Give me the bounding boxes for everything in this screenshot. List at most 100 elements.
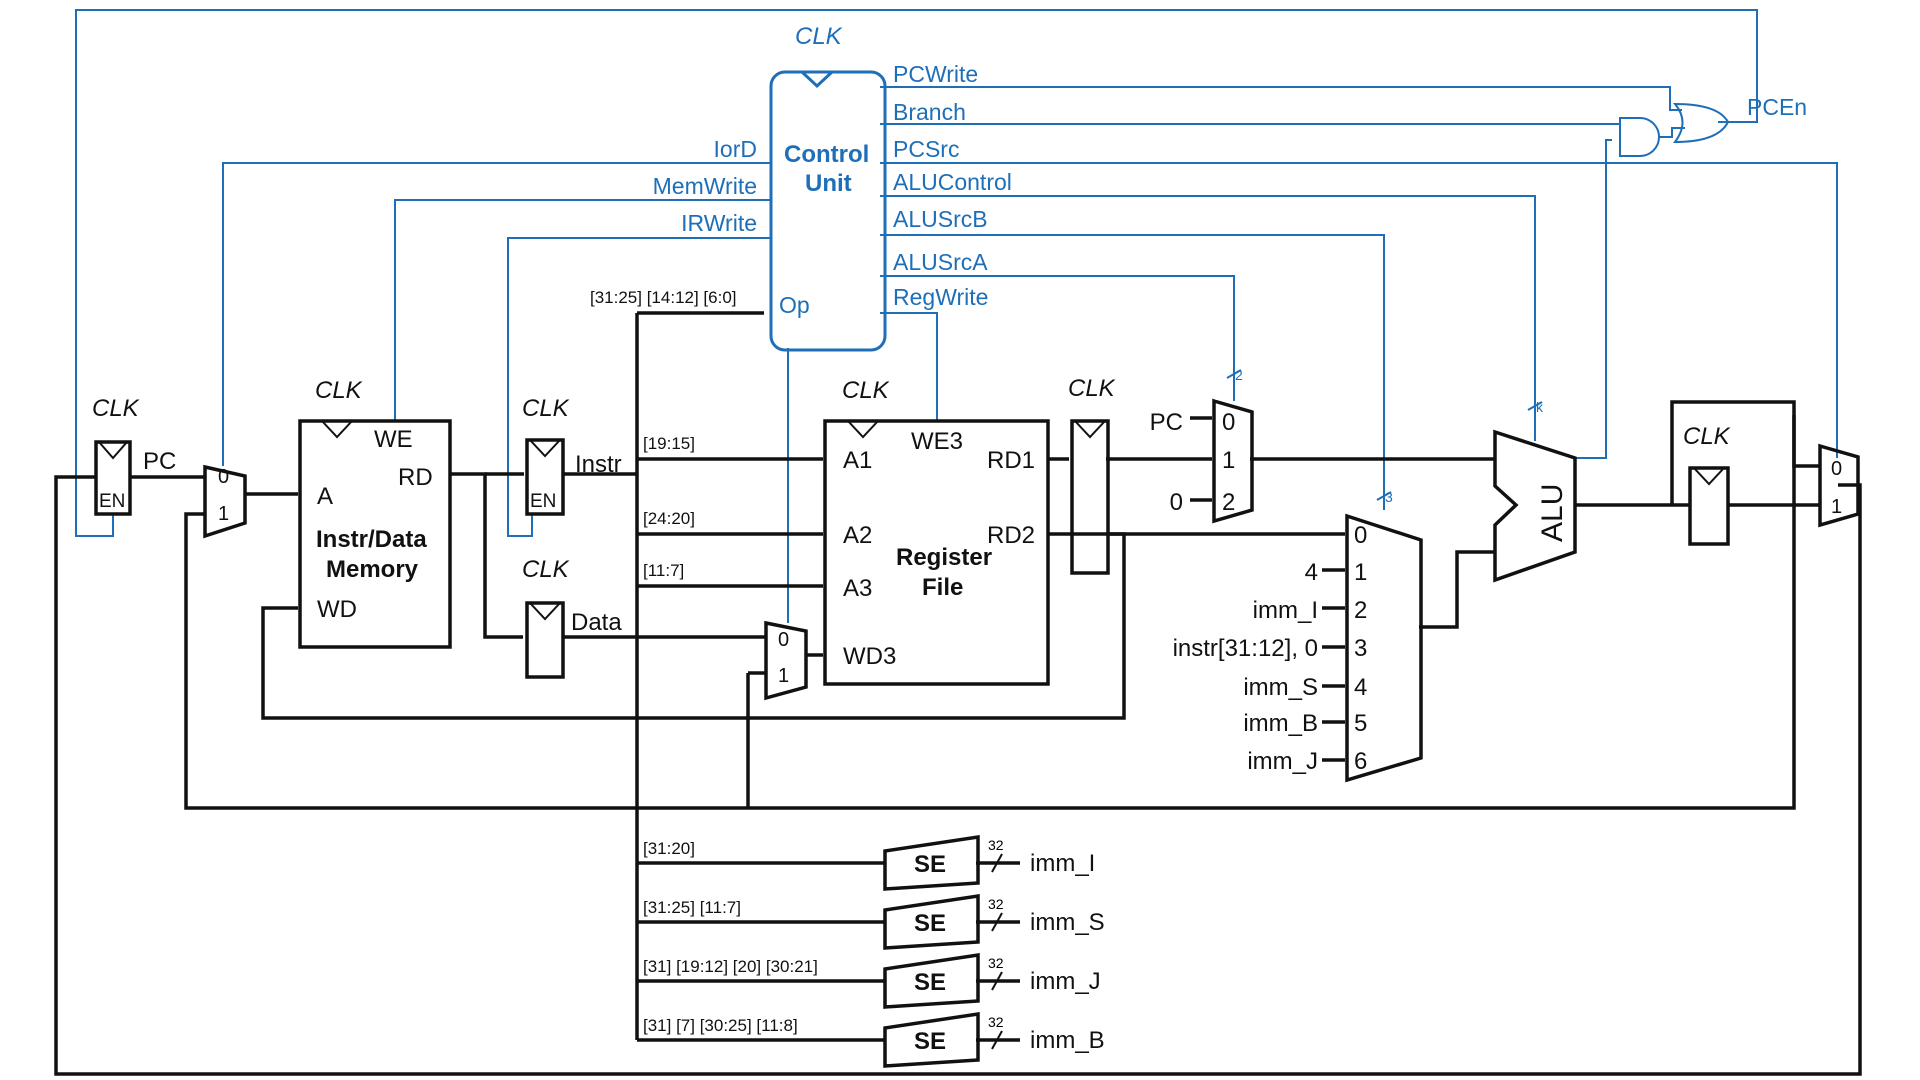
srca-mux-label-0: PC xyxy=(1150,409,1183,436)
alu-label: ALU xyxy=(1536,484,1569,542)
data-register: CLK Data xyxy=(522,556,622,679)
se-width-b: 32 xyxy=(988,1014,1004,1030)
memory-rd: RD xyxy=(398,464,433,491)
se-width-j: 32 xyxy=(988,955,1004,971)
srcb-mux: 0 4 1 imm_I 2 instr[31:12], 0 3 imm_S 4 … xyxy=(1173,513,1423,783)
pc-register-en: EN xyxy=(99,491,125,512)
se-label-i: SE xyxy=(914,851,946,878)
control-signal-labels: PCWrite Branch PCSrc ALUControl ALUSrcB … xyxy=(653,61,1807,505)
se-bits-s: [31:25] [11:7] xyxy=(643,898,741,917)
srcb-mux-label-2: imm_I xyxy=(1253,597,1318,624)
memory-title-1: Instr/Data xyxy=(316,526,427,553)
memory-title-2: Memory xyxy=(326,556,419,583)
se-label-b: SE xyxy=(914,1028,946,1055)
control-unit-clk: CLK xyxy=(795,23,843,50)
pcen-label: PCEn xyxy=(1747,94,1807,120)
data-register-clk: CLK xyxy=(522,556,570,583)
pcwrite-label: PCWrite xyxy=(893,61,978,87)
se-label-s: SE xyxy=(914,910,946,937)
srca-mux-sel-0: 0 xyxy=(1222,409,1235,436)
control-wires xyxy=(75,9,1838,623)
register-file-a1: A1 xyxy=(843,447,872,474)
result-mux: 0 1 xyxy=(1818,443,1860,528)
pcsrc-label: PCSrc xyxy=(893,136,959,162)
iord-label: IorD xyxy=(714,136,757,162)
sign-extender-imm-j: SE [31] [19:12] [20] [30:21] 32 imm_J xyxy=(643,952,1101,1009)
control-unit: CLK Control Unit Op xyxy=(769,23,887,352)
result-mux-in0: 0 xyxy=(1831,458,1842,480)
se-out-i: imm_I xyxy=(1030,850,1095,877)
alusrca-width: 2 xyxy=(1235,367,1243,383)
instr-field-labels: [31:25] [14:12] [6:0] [19:15] [24:20] [1… xyxy=(590,288,737,580)
register-file-a3: A3 xyxy=(843,575,872,602)
alu: ALU xyxy=(1493,429,1577,583)
srcb-mux-label-4: imm_S xyxy=(1243,674,1318,701)
srca-mux: PC 0 1 0 2 xyxy=(1150,398,1254,524)
se-bits-i: [31:20] xyxy=(643,839,695,858)
srcb-mux-label-5: imm_B xyxy=(1243,710,1318,737)
srcb-mux-sel-6: 6 xyxy=(1354,748,1367,775)
srca-mux-sel-2: 2 xyxy=(1222,489,1235,516)
se-out-s: imm_S xyxy=(1030,909,1105,936)
srcb-mux-sel-4: 4 xyxy=(1354,674,1367,701)
register-file-rd1: RD1 xyxy=(987,447,1035,474)
memory-a: A xyxy=(317,483,333,510)
srca-mux-sel-1: 1 xyxy=(1222,447,1235,474)
register-file-title-2: File xyxy=(922,574,963,601)
se-out-j: imm_J xyxy=(1030,968,1101,995)
a2-bits-label: [24:20] xyxy=(643,509,695,528)
srcb-mux-label-6: imm_J xyxy=(1247,748,1318,775)
register-file-rd2: RD2 xyxy=(987,522,1035,549)
op-bits-label: [31:25] [14:12] [6:0] xyxy=(590,288,737,307)
control-unit-title-1: Control xyxy=(784,141,869,168)
ab-register-clk: CLK xyxy=(1068,375,1116,402)
alucontrol-label: ALUControl xyxy=(893,169,1012,195)
srcb-mux-sel-0: 0 xyxy=(1354,522,1367,549)
alusrcb-label: ALUSrcB xyxy=(893,206,988,232)
se-label-j: SE xyxy=(914,969,946,996)
control-unit-op: Op xyxy=(779,292,810,318)
irwrite-label: IRWrite xyxy=(681,210,757,236)
register-file-wd3: WD3 xyxy=(843,643,896,670)
sign-extenders: SE [31:20] 32 imm_I SE [31:25] [11:7] 32… xyxy=(643,834,1105,1068)
se-width-s: 32 xyxy=(988,896,1004,912)
control-unit-title-2: Unit xyxy=(805,170,852,197)
se-bits-j: [31] [19:12] [20] [30:21] xyxy=(643,957,818,976)
alucontrol-width: k xyxy=(1536,399,1544,415)
pc-register: CLK EN PC xyxy=(92,395,176,516)
memory-we: WE xyxy=(374,426,413,453)
register-file-title-1: Register xyxy=(896,544,992,571)
result-mux-in1: 1 xyxy=(1831,496,1842,518)
pc-label: PC xyxy=(143,448,176,475)
pc-register-clk: CLK xyxy=(92,395,140,422)
sign-extender-imm-b: SE [31] [7] [30:25] [11:8] 32 imm_B xyxy=(643,1011,1105,1068)
branch-label: Branch xyxy=(893,99,966,125)
data-label: Data xyxy=(571,609,622,636)
memory-clk: CLK xyxy=(315,377,363,404)
or-gate xyxy=(1672,102,1730,144)
alu-out-register: CLK xyxy=(1683,423,1731,546)
srcb-mux-sel-3: 3 xyxy=(1354,635,1367,662)
alusrcb-width: 3 xyxy=(1385,489,1393,505)
srcb-mux-sel-2: 2 xyxy=(1354,597,1367,624)
se-out-b: imm_B xyxy=(1030,1027,1105,1054)
alu-out-register-clk: CLK xyxy=(1683,423,1731,450)
srcb-mux-label-1: 4 xyxy=(1305,559,1318,586)
register-file-a2: A2 xyxy=(843,522,872,549)
address-mux-in1: 1 xyxy=(218,503,229,525)
se-width-i: 32 xyxy=(988,837,1004,853)
address-mux: 0 1 xyxy=(203,464,247,539)
wd3-mux-in1: 1 xyxy=(778,665,789,687)
srcb-mux-sel-1: 1 xyxy=(1354,559,1367,586)
sign-extender-imm-s: SE [31:25] [11:7] 32 imm_S xyxy=(643,893,1105,950)
srcb-mux-label-3: instr[31:12], 0 xyxy=(1173,635,1318,662)
a3-bits-label: [11:7] xyxy=(643,561,684,580)
a1-bits-label: [19:15] xyxy=(643,434,695,453)
instruction-register: CLK EN Instr xyxy=(522,395,622,516)
srcb-mux-sel-5: 5 xyxy=(1354,710,1367,737)
se-bits-b: [31] [7] [30:25] [11:8] xyxy=(643,1016,798,1035)
memwrite-label: MemWrite xyxy=(653,173,757,199)
and-gate xyxy=(1619,117,1660,157)
instr-label: Instr xyxy=(575,451,622,478)
